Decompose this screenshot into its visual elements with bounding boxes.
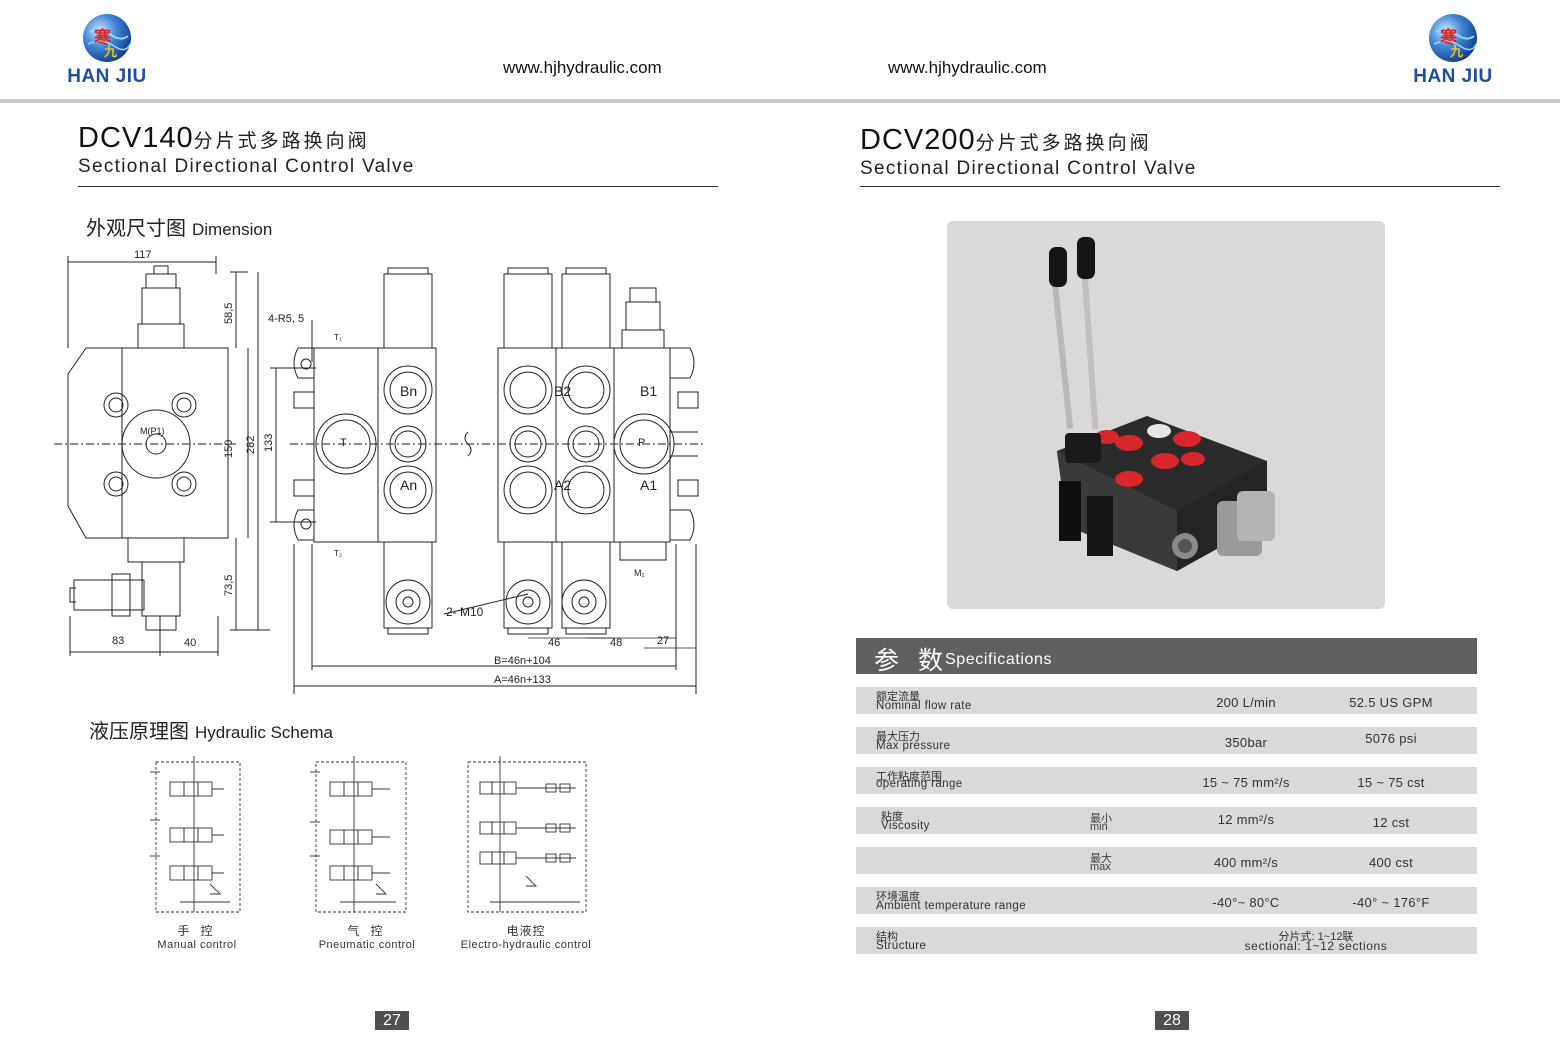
spec-row-viscosity-min: 粘度 Viscosity 最小 min 12 mm²/s 12 cst xyxy=(856,807,1477,834)
port-bn: Bn xyxy=(400,383,417,399)
globe-logo-icon: 寒 九 xyxy=(1429,14,1477,62)
port-b2: B2 xyxy=(554,383,571,399)
dimension-cn: 外观尺寸图 xyxy=(86,218,186,240)
dim-133: 133 xyxy=(263,434,275,452)
svg-text:九: 九 xyxy=(103,45,117,60)
title-rule xyxy=(78,186,718,187)
port-p: P xyxy=(638,437,645,449)
spec-row-flow: 额定流量 Nominal flow rate 200 L/min 52.5 US… xyxy=(856,687,1477,714)
spec-row-operating-range: 工作粘度范围 operating range 15 ~ 75 mm²/s 15 … xyxy=(856,767,1477,794)
port-t: T xyxy=(340,437,347,449)
brand-name: HAN JIU xyxy=(67,66,147,87)
title-rule xyxy=(860,186,1500,187)
svg-text:九: 九 xyxy=(1449,45,1463,60)
label-m10: 2- M10 xyxy=(446,605,484,619)
schema-caption-manual: 手 控 Manual control xyxy=(157,924,237,951)
right-title: DCV200分片式多路换向阀 xyxy=(860,124,1152,157)
dimension-heading: 外观尺寸图 Dimension xyxy=(86,212,272,241)
dim-46: 46 xyxy=(548,637,560,649)
b-formula: B=46n+104 xyxy=(494,655,551,667)
schema-caption-pneumatic: 气 控 Pneumatic control xyxy=(318,924,416,951)
dimension-en: Dimension xyxy=(192,220,273,239)
hydraulic-schema-diagrams xyxy=(150,756,587,913)
page-number-right: 28 xyxy=(1155,1011,1189,1030)
brand-logo-left: 寒 九 HAN JIU xyxy=(62,12,152,88)
header-divider xyxy=(0,99,1560,103)
dim-58: 58,5 xyxy=(223,303,235,324)
product-photo xyxy=(947,221,1385,609)
label-m1: M₁ xyxy=(634,568,645,578)
title-en: Sectional Directional Control Valve xyxy=(860,158,1197,179)
label-t2: T₂ xyxy=(334,549,342,558)
title-cn: 分片式多路换向阀 xyxy=(975,133,1152,154)
port-an: An xyxy=(400,477,417,493)
side-body xyxy=(121,347,229,539)
dim-27: 27 xyxy=(657,635,669,647)
label-t1: T₁ xyxy=(334,333,342,342)
spec-cn: 参 数 xyxy=(874,647,949,675)
website-url-right[interactable]: www.hjhydraulic.com xyxy=(888,58,1047,77)
spec-row-structure: 结构 Structure 分片式: 1~12联 sectional: 1~12 … xyxy=(856,927,1477,954)
dim-150: 150 xyxy=(223,440,235,458)
spec-row-temperature: 环境温度 Ambient temperature range -40°~ 80°… xyxy=(856,887,1477,914)
left-title: DCV140分片式多路换向阀 xyxy=(78,122,370,155)
title-cn: 分片式多路换向阀 xyxy=(193,131,370,152)
page-number-left: 27 xyxy=(375,1011,409,1030)
port-a1: A1 xyxy=(640,477,657,493)
title-en: Sectional Directional Control Valve xyxy=(78,156,415,177)
schema-electro xyxy=(467,756,587,913)
brand-logo-right: 寒 九 HAN JIU xyxy=(1408,12,1498,88)
svg-text:寒: 寒 xyxy=(94,27,111,48)
dim-73: 73,5 xyxy=(223,575,235,596)
globe-logo-icon: 寒 九 xyxy=(83,14,131,62)
dim-117: 117 xyxy=(134,249,152,261)
a-formula: A=46n+133 xyxy=(494,674,551,686)
schema-heading: 液压原理图 Hydraulic Schema xyxy=(89,715,333,744)
model-name: DCV200 xyxy=(860,124,976,156)
dim-282: 282 xyxy=(245,436,257,454)
dim-83: 83 xyxy=(112,635,124,647)
spec-row-viscosity-max: 最大 max 400 mm²/s 400 cst xyxy=(856,847,1477,874)
dim-48: 48 xyxy=(610,637,622,649)
brand-name: HAN JIU xyxy=(1413,66,1493,87)
dimension-drawing: 117 58,5 4-R5, 5 T₁ T₂ 150 282 133 73,5 … xyxy=(54,249,706,694)
label-m: M(P1) xyxy=(140,426,165,436)
specifications-header: 参 数 Specifications xyxy=(856,638,1477,675)
schema-manual xyxy=(150,756,241,913)
dim-radius: 4-R5, 5 xyxy=(268,313,304,325)
model-name: DCV140 xyxy=(78,122,194,154)
valve-illustration xyxy=(1049,237,1275,571)
schema-cn: 液压原理图 xyxy=(89,721,189,743)
dim-40: 40 xyxy=(184,637,196,649)
spec-en: Specifications xyxy=(945,651,1053,668)
website-url-left[interactable]: www.hjhydraulic.com xyxy=(503,58,662,77)
schema-pneumatic xyxy=(310,756,407,913)
port-a2: A2 xyxy=(554,477,571,493)
schema-en: Hydraulic Schema xyxy=(195,723,333,742)
schema-caption-electro: 电液控 Electro-hydraulic control xyxy=(460,924,592,951)
port-b1: B1 xyxy=(640,383,657,399)
svg-text:寒: 寒 xyxy=(1440,27,1457,48)
spec-row-pressure: 最大压力 Max pressure 350bar 5076 psi xyxy=(856,727,1477,754)
